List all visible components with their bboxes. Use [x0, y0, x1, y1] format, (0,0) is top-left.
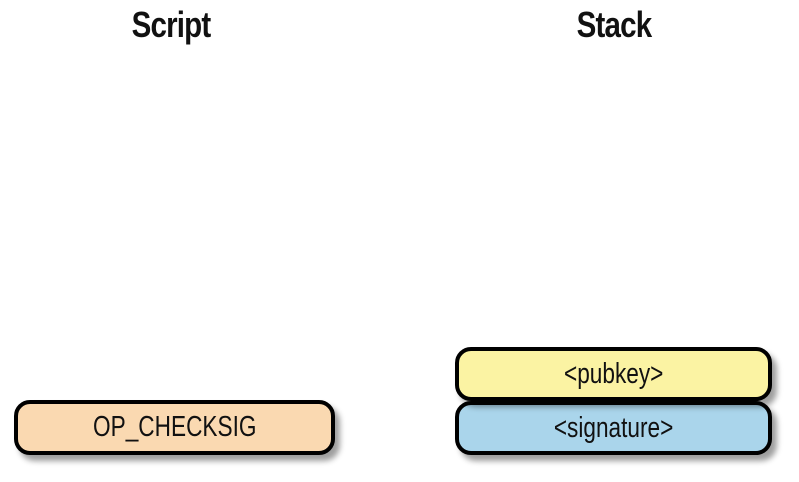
stack-item-signature: <signature>: [455, 401, 772, 455]
stack-item-pubkey: <pubkey>: [455, 347, 772, 401]
stack-item-pubkey-label: <pubkey>: [563, 357, 664, 390]
script-item-op-checksig: OP_CHECKSIG: [14, 400, 335, 455]
stack-item-signature-label: <signature>: [553, 411, 674, 444]
script-column-title: Script: [131, 4, 212, 45]
script-item-label: OP_CHECKSIG: [92, 411, 257, 443]
stack-column-title: Stack: [576, 4, 653, 45]
